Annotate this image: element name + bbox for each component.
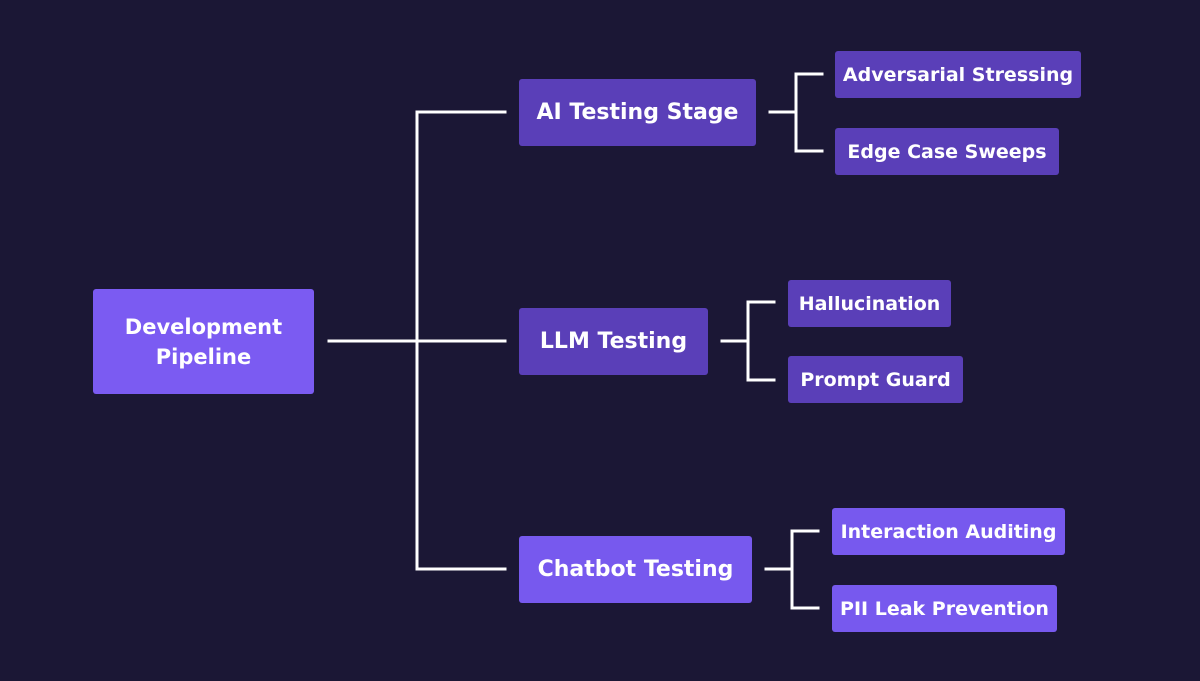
leaf-node-label: Adversarial Stressing — [842, 63, 1074, 86]
stage-node-label: LLM Testing — [539, 329, 688, 354]
stage-node-ai-testing-stage: AI Testing Stage — [519, 79, 756, 146]
leaf-node-label: Interaction Auditing — [840, 520, 1057, 543]
leaf-node-edge-case-sweeps: Edge Case Sweeps — [835, 128, 1059, 175]
stage-node-llm-testing: LLM Testing — [519, 308, 708, 375]
leaf-node-label: Edge Case Sweeps — [847, 140, 1047, 163]
connector-llm-testing-leaves — [746, 300, 776, 382]
leaf-node-adversarial-stressing: Adversarial Stressing — [835, 51, 1081, 98]
root-node-development-pipeline: Development Pipeline — [93, 289, 314, 394]
leaf-node-pii-leak-prevention: PII Leak Prevention — [832, 585, 1057, 632]
stage-node-chatbot-testing: Chatbot Testing — [519, 536, 752, 603]
root-node-label: Development Pipeline — [124, 314, 283, 369]
leaf-node-label: Hallucination — [798, 292, 941, 315]
stage-node-label: Chatbot Testing — [537, 557, 734, 582]
connector-trunk — [415, 110, 507, 571]
leaf-node-interaction-auditing: Interaction Auditing — [832, 508, 1065, 555]
stage-node-label: AI Testing Stage — [536, 100, 739, 125]
leaf-node-hallucination: Hallucination — [788, 280, 951, 327]
leaf-node-prompt-guard: Prompt Guard — [788, 356, 963, 403]
leaf-node-label: PII Leak Prevention — [840, 597, 1049, 620]
leaf-node-label: Prompt Guard — [800, 368, 951, 391]
connector-ai-testing-leaves — [794, 72, 824, 153]
connector-chatbot-testing-leaves — [790, 529, 820, 610]
